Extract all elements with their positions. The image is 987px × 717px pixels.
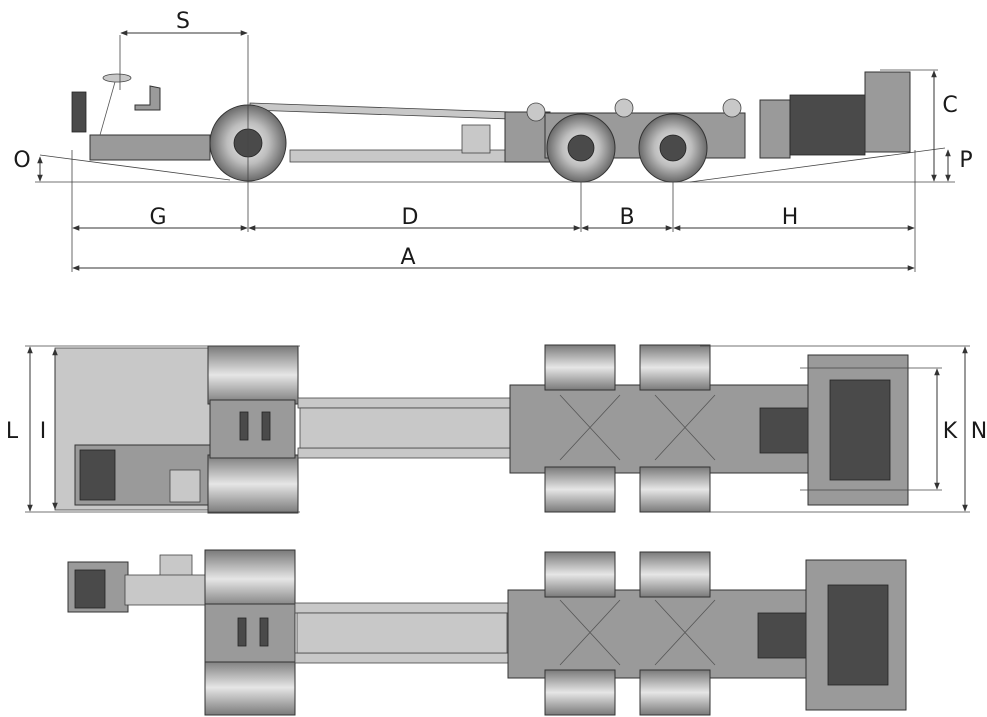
engine-core-variant — [827, 584, 889, 686]
label-K: K — [943, 419, 958, 444]
steering-column — [99, 81, 116, 136]
label-S: S — [176, 9, 190, 34]
label-D: D — [402, 205, 419, 230]
steering-wheel — [102, 73, 132, 83]
steering-box-variant — [74, 569, 106, 609]
rear-tire-1-right-variant — [544, 669, 616, 716]
side-mid-bracket — [504, 111, 551, 163]
x-brace-v2b — [654, 599, 716, 666]
rear-tire-1-right — [544, 466, 616, 513]
label-P: P — [959, 148, 972, 173]
rail-right — [297, 447, 519, 459]
front-tire-left-variant — [204, 549, 296, 609]
rear-tire-2-right-variant — [639, 669, 711, 716]
side-engine — [864, 71, 911, 153]
air-tank-1 — [526, 102, 546, 122]
front-unit-top — [169, 469, 201, 503]
side-upper-rail — [249, 102, 541, 121]
label-B: B — [619, 205, 634, 230]
engine-core-top — [829, 379, 891, 481]
rear-tire-1-left — [544, 344, 616, 391]
gearbox-top — [759, 407, 811, 454]
side-front-module — [89, 134, 211, 161]
top-view-variant — [67, 549, 907, 716]
front-axle-top — [209, 399, 296, 459]
x-brace-2b — [654, 394, 716, 461]
rail-right-variant — [294, 652, 516, 664]
top-view-dimensioned: L I K N — [6, 344, 987, 514]
air-tank-3 — [722, 98, 742, 118]
departure-angle-line — [689, 147, 946, 183]
side-tank — [461, 124, 491, 154]
rear-hub-2 — [659, 134, 687, 162]
side-front-panel — [71, 91, 87, 133]
axle-plate-variant-1 — [237, 617, 247, 647]
axle-plate-2 — [261, 411, 271, 441]
rail-left — [297, 397, 519, 409]
gearbox-variant — [757, 612, 809, 659]
driver-seat — [134, 85, 161, 111]
front-axle-variant — [204, 603, 296, 663]
air-tank-2 — [614, 98, 634, 118]
rear-tire-1-left-variant — [544, 551, 616, 598]
label-A: A — [400, 245, 415, 270]
front-tire-right-variant — [204, 659, 296, 716]
side-engine-mount — [759, 99, 791, 159]
axle-plate-1 — [239, 411, 249, 441]
rear-tire-2-left — [639, 344, 711, 391]
steering-box-top — [79, 449, 116, 501]
label-G: G — [149, 205, 166, 230]
label-H: H — [782, 205, 799, 230]
rear-tire-2-right — [639, 466, 711, 513]
side-view: S G D B H A C O P — [13, 9, 973, 272]
label-C: C — [942, 93, 957, 118]
x-brace-1b — [559, 394, 621, 461]
label-I: I — [40, 419, 47, 444]
front-subframe-variant — [124, 574, 206, 606]
label-N: N — [971, 419, 987, 444]
rear-hub-1 — [567, 134, 595, 162]
rail-left-variant — [294, 602, 516, 614]
side-radiator — [789, 94, 866, 156]
label-O: O — [13, 148, 30, 173]
axle-plate-variant-2 — [259, 617, 269, 647]
front-tire-left-top — [207, 345, 299, 405]
rail-bay-variant — [296, 612, 508, 654]
rear-tire-2-left-variant — [639, 551, 711, 598]
label-L: L — [6, 419, 19, 444]
rail-bay — [299, 407, 511, 449]
x-brace-v1b — [559, 599, 621, 666]
front-tire-right-top — [207, 454, 299, 514]
